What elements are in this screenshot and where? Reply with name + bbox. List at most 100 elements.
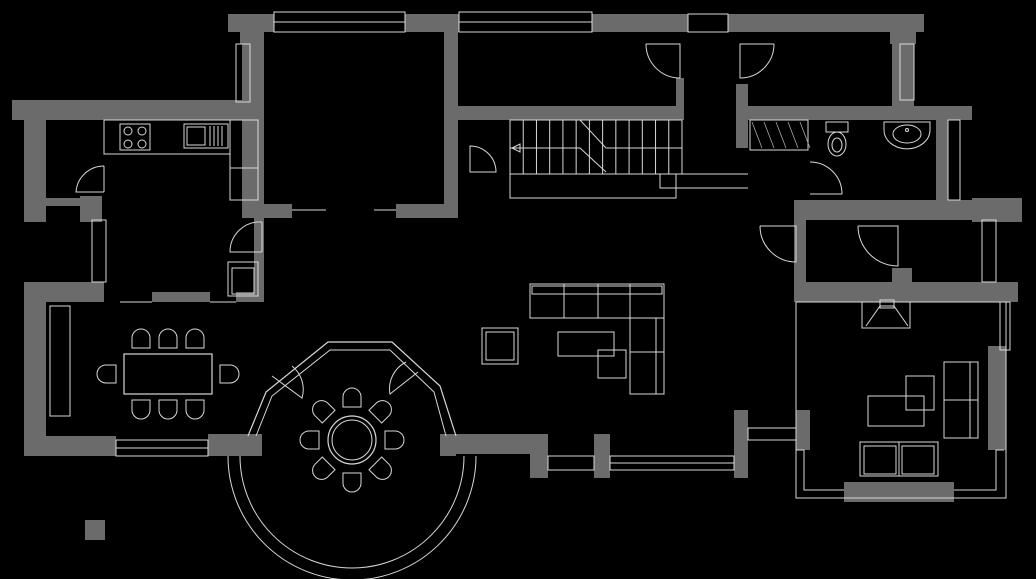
round-table-chairs (299, 387, 405, 493)
staircase (509, 119, 748, 199)
door-hall-2 (857, 225, 899, 267)
dining-chair (185, 328, 205, 349)
wall-top-corner-right (890, 14, 916, 44)
windows (49, 11, 1011, 471)
stair-treads (522, 120, 670, 174)
window-right-room-left (747, 427, 797, 441)
round-table-chair (299, 430, 320, 450)
living-furniture (481, 283, 665, 395)
wall-dining-left (24, 282, 46, 456)
dining-table (123, 353, 213, 395)
wall-closet-divider (892, 268, 912, 298)
dining-chair (158, 328, 178, 349)
wall-left-wing-top (12, 100, 264, 120)
dining-set (96, 328, 240, 420)
round-table (327, 415, 377, 465)
wall-right-room-left-pillar (796, 410, 810, 450)
shelf-slat (763, 121, 775, 149)
door-top-left (645, 43, 681, 79)
window-top-3 (687, 13, 729, 33)
dining-chairs (96, 328, 240, 420)
wall-right-room-bottom (844, 482, 954, 502)
washbasin (883, 121, 931, 150)
dining-chair (219, 364, 240, 384)
round-dining-set (299, 387, 405, 493)
wall-living-pillar-3 (734, 410, 748, 478)
bathroom (749, 119, 931, 157)
stair-landing (509, 173, 677, 199)
toilet-bowl (827, 131, 847, 157)
kitchen-counter (103, 119, 231, 155)
dining-chair (185, 399, 205, 420)
burner-4 (137, 139, 147, 149)
dining-chair (96, 364, 117, 384)
kitchen (103, 119, 259, 297)
wall-living-pillar-1 (530, 434, 548, 478)
bath-shelf (749, 119, 811, 151)
wall-left-wing-pillar (80, 196, 102, 222)
window-right-upper (899, 43, 915, 101)
shelf-slat (775, 121, 787, 149)
wall-left-wing-left (24, 100, 46, 222)
doors (75, 43, 899, 303)
wall-kitchen-ledge (46, 198, 82, 206)
burner-1 (123, 126, 133, 136)
armchair (481, 327, 519, 365)
sofa-side (629, 317, 665, 395)
kitchen-unit (227, 261, 259, 297)
right-coffee-table-1 (905, 375, 935, 411)
wall-hall-stub (972, 198, 1022, 222)
cooktop (119, 123, 151, 151)
window-bath-right (947, 119, 961, 201)
wall-upper-horizontal (444, 106, 680, 120)
coffee-table-2 (597, 349, 627, 379)
burner-3 (123, 139, 133, 149)
shelf-slat (751, 121, 763, 149)
kitchen-sink (183, 123, 229, 149)
coffee-table-1 (557, 331, 615, 357)
window-left-upper (235, 43, 251, 103)
stair-outline (509, 119, 683, 175)
bay-pier-left (246, 436, 262, 456)
wall-room-stub-2 (396, 204, 458, 218)
wall-upper-divider-1 (444, 30, 458, 218)
wall-right-upper-v (892, 40, 914, 108)
toilet-tank (825, 121, 849, 133)
round-table-chair (342, 387, 362, 408)
shelf-slat (799, 121, 811, 149)
wall-kitchen-pillar (254, 218, 264, 302)
right-coffee-table-2 (867, 395, 925, 427)
square-marker (85, 520, 105, 540)
wall-bath-right (936, 110, 948, 200)
wall-top-corner-left (240, 14, 264, 44)
wall-kitchen-bottom-right (236, 292, 264, 302)
door-hall-1 (759, 225, 797, 263)
wall-right-horizontal (736, 106, 972, 120)
bay-window (227, 341, 477, 579)
burner-2 (137, 126, 147, 136)
dining-chair (131, 328, 151, 349)
wall-dining-bottom-left (24, 436, 116, 456)
fireplace (861, 301, 911, 329)
door-wc-left (75, 165, 105, 193)
wall-top-mid-2 (592, 14, 688, 32)
dining-chair (158, 399, 178, 420)
round-table-chair (342, 472, 362, 493)
wall-upper-left-v (242, 44, 264, 106)
wall-stair-v (676, 78, 684, 120)
round-table-chair (368, 456, 392, 480)
wall-top-right (728, 14, 924, 32)
wall-top-mid-1 (405, 14, 459, 32)
window-left-wing (91, 219, 107, 283)
bay-door-right (389, 361, 419, 395)
walls (12, 14, 1022, 540)
wall-kitchen-bottom-mid (152, 292, 210, 302)
sideboard (49, 305, 71, 417)
window-living-bottom-1 (547, 455, 595, 471)
wall-living-pillar-2 (594, 434, 610, 478)
right-room (795, 299, 1007, 499)
wall-right-room-window-pier (988, 346, 1006, 450)
shelf-slat (787, 121, 799, 149)
wall-room-stub-1 (264, 204, 292, 218)
